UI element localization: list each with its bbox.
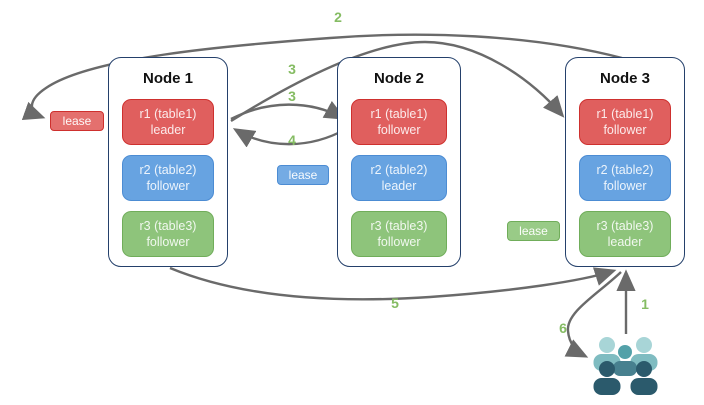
replica-role: follower	[377, 235, 421, 249]
replica-label: r2 (table2)	[596, 163, 654, 177]
replica-role: leader	[607, 235, 643, 249]
replica-label: r2 (table2)	[139, 163, 197, 177]
lease-tag-r1: lease	[50, 111, 104, 131]
node-2-replica-r3: r3 (table3) follower	[351, 211, 447, 257]
replica-label: r1 (table1)	[596, 107, 654, 121]
node-2-title: Node 2	[373, 70, 424, 87]
arrow-step-3-leader-to-node2	[230, 100, 347, 121]
step-label-3a: 3	[288, 61, 296, 77]
arrow-step-5-node1-to-node3	[169, 266, 617, 301]
arrow-step-2-node3-to-lease	[21, 33, 623, 120]
users-group-icon	[593, 337, 658, 395]
replica-role: follower	[146, 235, 190, 249]
replica-label: r3 (table3)	[370, 219, 428, 233]
replica-role: leader	[381, 179, 417, 193]
node-3-replica-r1: r1 (table1) follower	[579, 99, 671, 145]
step-label-2: 2	[334, 9, 342, 25]
node-1-replica-r1: r1 (table1) leader	[122, 99, 214, 145]
node-3: Node 3 r1 (table1) follower r2 (table2) …	[565, 57, 685, 267]
node-1-replica-r3: r3 (table3) follower	[122, 211, 214, 257]
lease-tag-r3: lease	[507, 221, 560, 241]
step-label-3b: 3	[288, 88, 296, 104]
replica-label: r2 (table2)	[370, 163, 428, 177]
node-3-title: Node 3	[599, 70, 650, 87]
replica-label: r1 (table1)	[139, 107, 197, 121]
replica-label: r3 (table3)	[596, 219, 654, 233]
lease-tag-r2: lease	[277, 165, 329, 185]
arrow-step-6-node3-to-users	[564, 271, 622, 358]
node-1: Node 1 r1 (table1) leader r2 (table2) fo…	[108, 57, 228, 267]
replica-label: r1 (table1)	[370, 107, 428, 121]
replica-role: follower	[377, 123, 421, 137]
arrow-step-4-node2-to-leader	[232, 127, 347, 148]
step-label-4: 4	[288, 132, 296, 148]
step-label-1: 1	[641, 296, 649, 312]
step-label-5: 5	[391, 295, 399, 311]
node-2-replica-r2: r2 (table2) leader	[351, 155, 447, 201]
replica-role: leader	[150, 123, 186, 137]
arrow-step-3-leader-to-node3	[230, 40, 565, 123]
node-3-replica-r2: r2 (table2) follower	[579, 155, 671, 201]
replica-label: r3 (table3)	[139, 219, 197, 233]
node-2-replica-r1: r1 (table1) follower	[351, 99, 447, 145]
replica-role: follower	[603, 179, 647, 193]
replica-role: follower	[603, 123, 647, 137]
node-3-replica-r3: r3 (table3) leader	[579, 211, 671, 257]
node-1-replica-r2: r2 (table2) follower	[122, 155, 214, 201]
node-2: Node 2 r1 (table1) follower r2 (table2) …	[337, 57, 461, 267]
replica-role: follower	[146, 179, 190, 193]
step-label-6: 6	[559, 320, 567, 336]
node-1-title: Node 1	[142, 70, 193, 87]
